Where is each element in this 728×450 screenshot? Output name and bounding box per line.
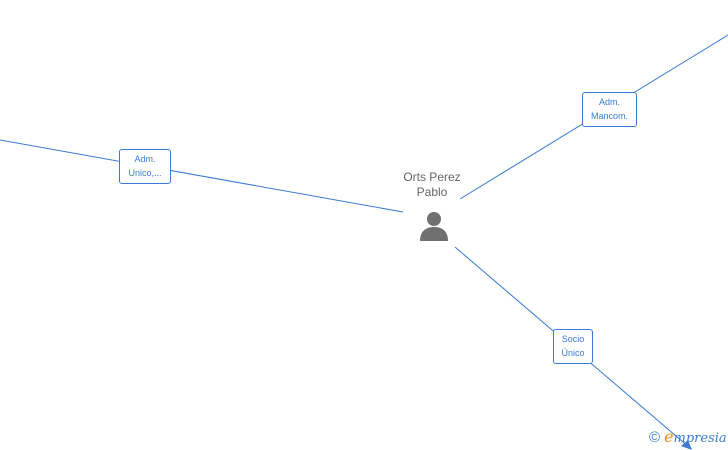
brand-initial: e — [664, 427, 674, 446]
role-box-socio-unico[interactable]: Socio Único — [553, 329, 593, 364]
role-box-adm-mancom[interactable]: Adm. Mancom. — [582, 92, 637, 127]
role-label-line2: Mancom. — [590, 111, 628, 121]
role-label-line2: Único — [561, 348, 585, 358]
role-label-line2: Unico,... — [128, 168, 162, 178]
brand-logo: empresia — [664, 427, 727, 449]
role-label-line1: Adm. — [598, 97, 620, 107]
copyright-icon: © — [649, 429, 661, 446]
edge-adm-unico — [0, 139, 404, 213]
center-node-name[interactable]: Orts Perez Pablo — [382, 170, 482, 200]
role-label-line1: Socio — [561, 334, 585, 344]
edge-arrowhead — [681, 440, 692, 450]
person-icon[interactable] — [418, 210, 450, 242]
role-box-adm-unico[interactable]: Adm. Unico,... — [119, 149, 171, 184]
brand-rest: mpresia — [673, 431, 727, 446]
center-node-name-line2: Pablo — [416, 185, 448, 199]
role-label-line1: Adm. — [134, 154, 156, 164]
center-node-name-line1: Orts Perez — [403, 170, 461, 184]
empresia-watermark[interactable]: © empresia — [649, 427, 727, 449]
